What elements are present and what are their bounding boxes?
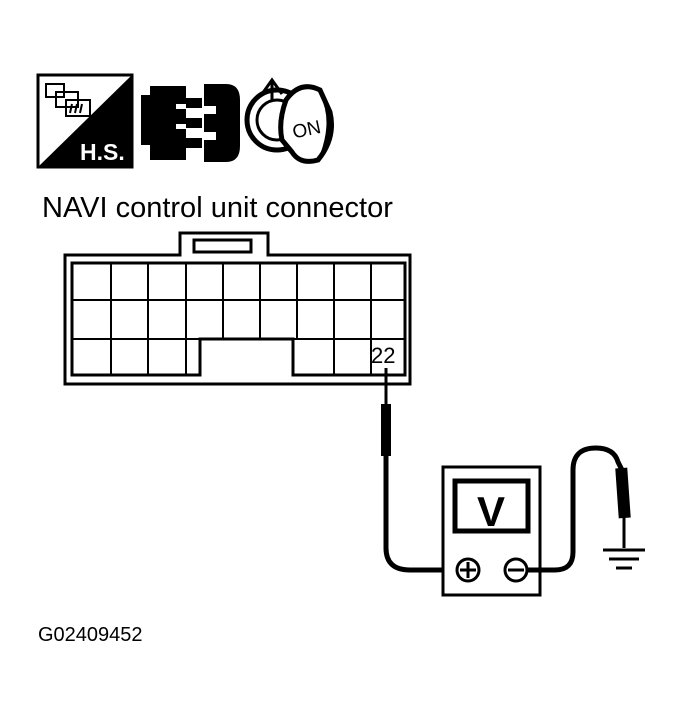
navi-connector (63, 231, 412, 386)
negative-probe (527, 445, 631, 573)
voltmeter: V (441, 465, 542, 597)
voltmeter-display-symbol: V (477, 488, 505, 535)
ignition-on-icon: ON (244, 77, 334, 164)
pin-22-label: 22 (371, 343, 395, 368)
positive-probe (381, 368, 462, 573)
figure-id: G02409452 (38, 624, 143, 646)
harness-hs-icon: H.S. (36, 73, 134, 169)
ground-icon (603, 548, 645, 570)
hs-label: H.S. (80, 139, 125, 165)
disconnect-connector-icon (141, 84, 240, 162)
positive-terminal-icon (455, 557, 481, 583)
negative-terminal-icon (503, 557, 529, 583)
connector-title: NAVI control unit connector (42, 192, 393, 224)
mini-connector-icon (45, 83, 91, 117)
